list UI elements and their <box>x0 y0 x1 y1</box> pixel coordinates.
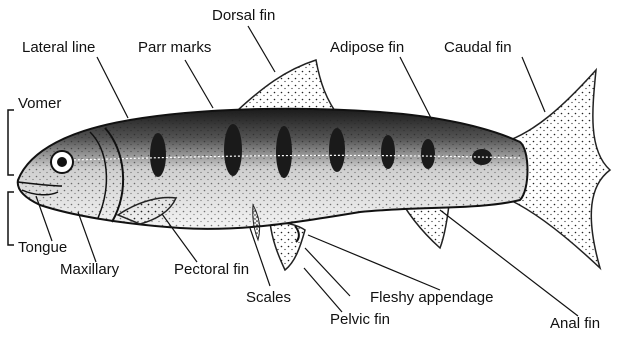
pelvic-fin-shape <box>270 222 305 270</box>
label-tongue: Tongue <box>18 240 67 255</box>
label-pectoral-fin: Pectoral fin <box>174 262 249 277</box>
label-maxillary: Maxillary <box>60 262 119 277</box>
label-pelvic-fin: Pelvic fin <box>330 312 390 327</box>
label-adipose-fin: Adipose fin <box>330 40 404 55</box>
tongue-bracket <box>8 192 14 245</box>
label-fleshy-appendage: Fleshy appendage <box>370 290 493 305</box>
label-vomer: Vomer <box>18 96 61 111</box>
label-dorsal-fin: Dorsal fin <box>212 8 275 23</box>
label-lateral-line: Lateral line <box>22 40 95 55</box>
label-anal-fin: Anal fin <box>550 316 600 331</box>
label-scales: Scales <box>246 290 291 305</box>
vomer-bracket <box>8 110 14 175</box>
label-parr-marks: Parr marks <box>138 40 211 55</box>
label-caudal-fin: Caudal fin <box>444 40 512 55</box>
